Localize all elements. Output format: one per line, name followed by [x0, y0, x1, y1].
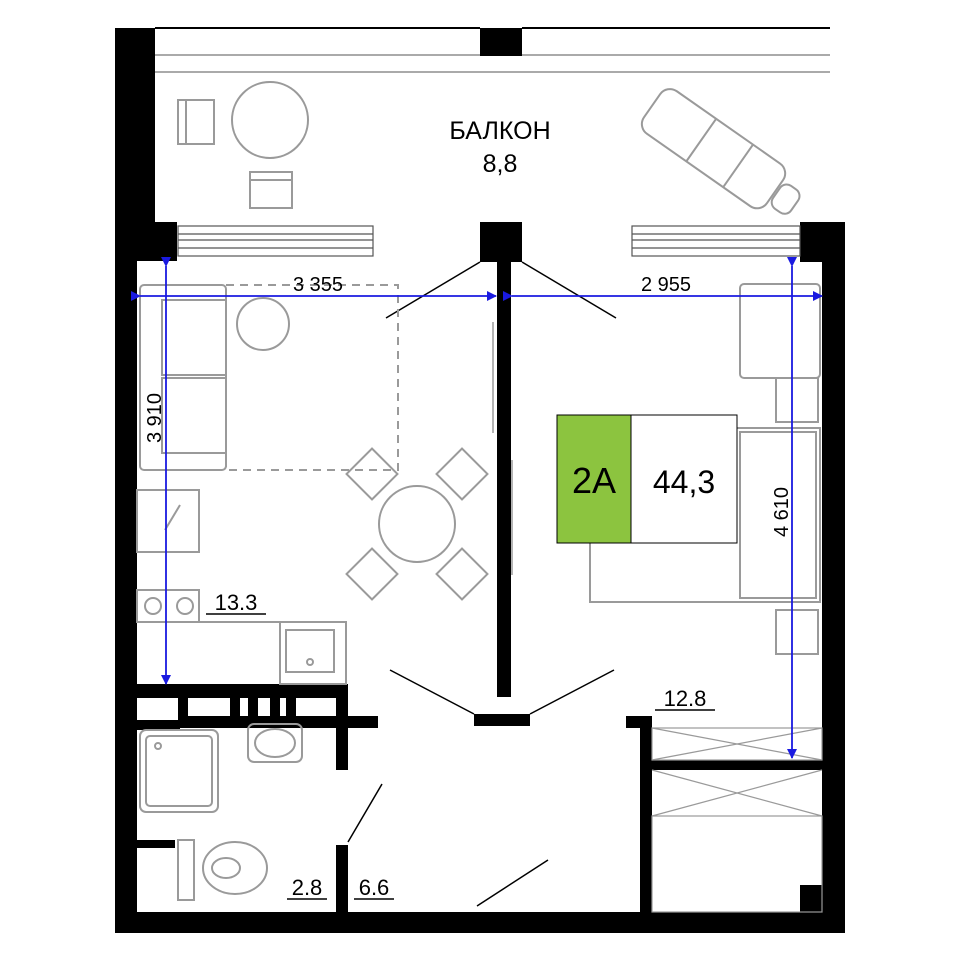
- balcony-name: БАЛКОН: [449, 117, 550, 145]
- room-labels: 13.3 12.8 2.8 6.6: [206, 590, 715, 900]
- bathroom-fixtures: [139, 723, 303, 901]
- apartment-badge: 2А 44,3: [556, 414, 738, 544]
- dimension-lines: [131, 257, 823, 759]
- area-bedroom: 12.8: [664, 686, 707, 711]
- badge-area-bg: [630, 414, 738, 544]
- dim-living-width: 3 355: [293, 274, 343, 296]
- badge-code-bg: [556, 414, 632, 544]
- dim-bedroom-width: 2 955: [641, 274, 691, 296]
- wardrobe: [651, 727, 823, 913]
- area-hall: 6.6: [359, 875, 390, 900]
- living-furniture: [136, 284, 489, 685]
- walls: [115, 28, 845, 933]
- balcony-table-set: [177, 81, 309, 209]
- badge-code: 2А: [572, 460, 616, 501]
- area-bathroom: 2.8: [292, 875, 323, 900]
- windows: [177, 225, 801, 257]
- sun-lounger: [640, 88, 801, 215]
- balcony-area: 8,8: [483, 150, 518, 178]
- area-kitchen-living: 13.3: [215, 590, 258, 615]
- dim-bedroom-depth: 4 610: [771, 487, 793, 537]
- door-swings: [347, 261, 617, 907]
- balcony: БАЛКОН 8,8: [155, 27, 830, 215]
- badge-total-area: 44,3: [653, 464, 715, 500]
- dim-living-depth: 3 910: [144, 393, 166, 443]
